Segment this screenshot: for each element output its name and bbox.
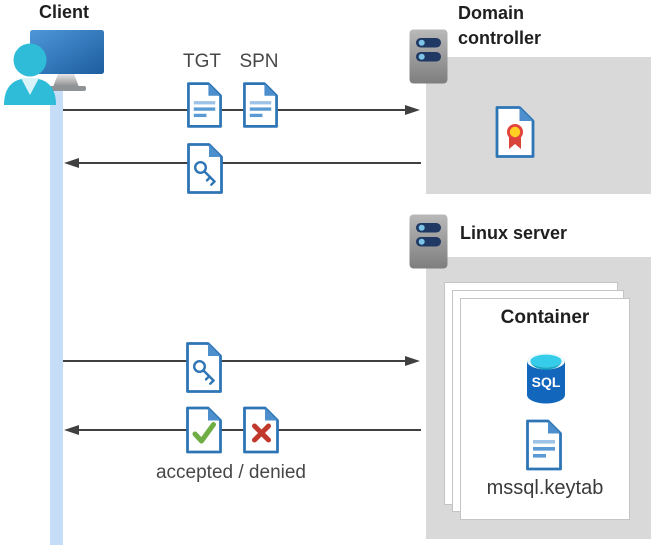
client-lifeline <box>50 88 63 545</box>
arrow-client-to-linux <box>63 356 420 366</box>
person-glyph <box>4 43 56 105</box>
spn-label: SPN <box>239 51 279 72</box>
sql-icon-label: SQL <box>532 374 561 390</box>
certificate-icon <box>495 106 535 158</box>
keytab-label: mssql.keytab <box>486 477 604 499</box>
arrow-dc-to-client <box>64 158 421 168</box>
sql-database-icon: SQL <box>527 352 565 404</box>
monitor-stand <box>53 74 79 87</box>
key-glyph <box>192 360 215 385</box>
key-ticket-icon-bottom <box>186 342 222 393</box>
domain-controller-label: Domain controller <box>458 3 542 48</box>
check-glyph <box>192 422 216 444</box>
domain-controller-box <box>426 57 651 194</box>
monitor-base <box>46 86 86 91</box>
linux-server-label: Linux server <box>460 223 568 243</box>
x-glyph <box>252 423 271 443</box>
arrow-client-to-dc <box>63 105 420 115</box>
client-label: Client <box>38 2 89 22</box>
tgt-document-icon <box>187 82 222 128</box>
container-label: Container <box>500 307 590 328</box>
keytab-file-icon <box>526 419 562 471</box>
linux-server-server-icon <box>409 214 448 269</box>
key-glyph <box>193 161 216 186</box>
tgt-label: TGT <box>183 51 221 72</box>
key-ticket-icon-top <box>187 143 223 194</box>
spn-document-icon <box>243 82 278 128</box>
denied-x-document-icon <box>243 406 279 454</box>
accepted-check-document-icon <box>186 406 222 454</box>
domain-controller-server-icon <box>409 29 448 84</box>
user-at-monitor-icon <box>4 30 104 105</box>
container-page-front <box>460 298 630 520</box>
result-caption: accepted / denied <box>155 462 306 483</box>
monitor-screen <box>30 30 104 74</box>
